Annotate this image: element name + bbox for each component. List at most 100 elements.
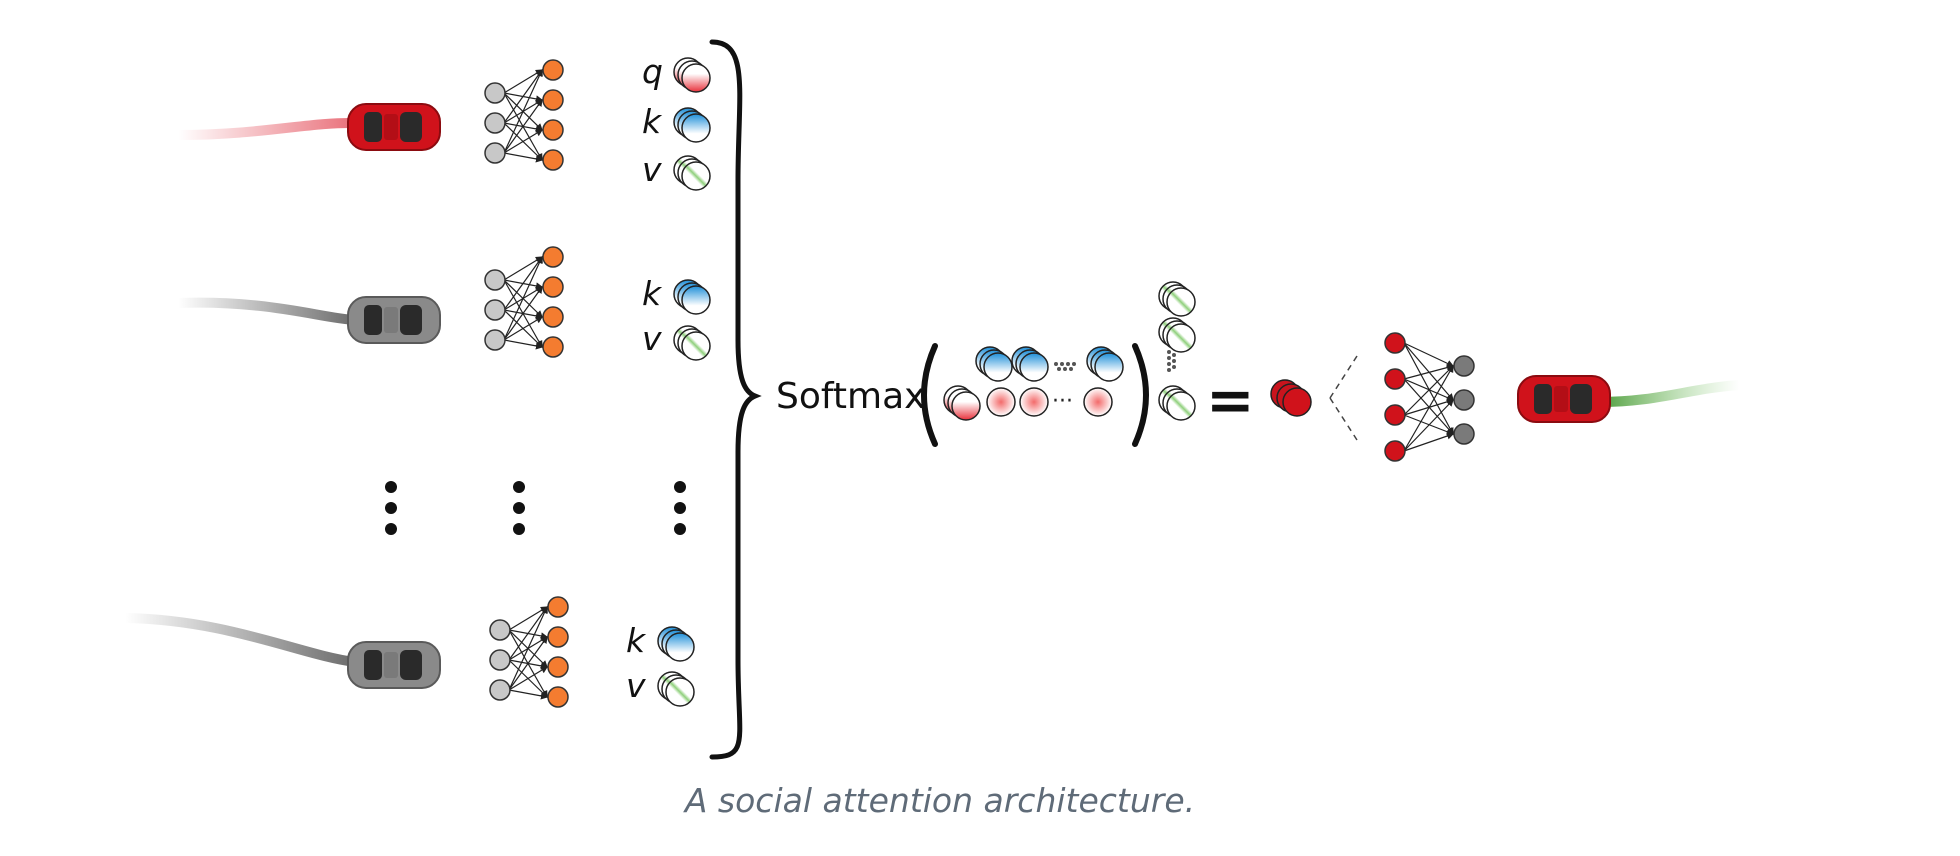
hidden-neuron bbox=[542, 119, 564, 141]
network-edge bbox=[503, 339, 544, 350]
network-edge bbox=[503, 255, 543, 341]
network-edge bbox=[508, 605, 548, 691]
v-vector-circle bbox=[1166, 287, 1196, 317]
value-embedding-icon bbox=[1158, 317, 1196, 353]
vehicle-trajectory-trail bbox=[120, 613, 360, 667]
dashed-connector bbox=[1329, 355, 1358, 441]
network-edge bbox=[503, 152, 544, 163]
key-label: k bbox=[642, 102, 663, 141]
value-embedding-icon bbox=[673, 155, 711, 191]
network-edge bbox=[508, 689, 549, 700]
value-embedding-icon bbox=[1158, 385, 1196, 421]
network-edge bbox=[503, 99, 543, 154]
network-edge bbox=[1403, 364, 1454, 452]
attention-weight-icon bbox=[1019, 387, 1049, 417]
decoder-input-neuron bbox=[1384, 440, 1406, 462]
key-embedding-icon bbox=[975, 346, 1013, 382]
network-edge bbox=[1403, 342, 1454, 401]
q-vector-circle bbox=[951, 391, 981, 421]
network-edge bbox=[503, 129, 544, 154]
key-label: k bbox=[642, 274, 663, 313]
hidden-neuron bbox=[542, 336, 564, 358]
value-label: v bbox=[642, 150, 662, 189]
hidden-neuron bbox=[542, 276, 564, 298]
decoder-input-neuron bbox=[1384, 368, 1406, 390]
input-neuron bbox=[484, 299, 506, 321]
decoder-input-neuron bbox=[1384, 404, 1406, 426]
hidden-neuron bbox=[542, 306, 564, 328]
value-label: v bbox=[642, 319, 662, 358]
k-vector-circle bbox=[665, 632, 695, 662]
query-embedding-icon bbox=[673, 57, 711, 93]
network-edge bbox=[1403, 364, 1455, 380]
query-label: q bbox=[642, 52, 663, 91]
value-embedding-icon bbox=[673, 325, 711, 361]
hidden-neuron bbox=[542, 59, 564, 81]
network-edge bbox=[1403, 365, 1454, 416]
vehicle-car-icon bbox=[347, 296, 441, 344]
input-neuron bbox=[484, 269, 506, 291]
input-neuron bbox=[484, 112, 506, 134]
network-edge bbox=[508, 666, 549, 691]
vertical-ellipsis bbox=[385, 481, 686, 535]
network-edge bbox=[1403, 432, 1455, 452]
k-vector-circle bbox=[681, 285, 711, 315]
k-vector-circle bbox=[983, 352, 1013, 382]
network-edge bbox=[1403, 342, 1455, 367]
hidden-neuron bbox=[542, 246, 564, 268]
ego-car-icon bbox=[347, 103, 441, 151]
network-edge bbox=[1403, 342, 1454, 436]
input-neuron bbox=[489, 679, 511, 701]
decoder-output-neuron bbox=[1453, 423, 1475, 445]
hidden-neuron bbox=[547, 686, 569, 708]
key-label: k bbox=[626, 621, 647, 660]
value-label: v bbox=[626, 666, 646, 705]
v-vector-circle bbox=[1166, 323, 1196, 353]
hidden-neuron bbox=[547, 596, 569, 618]
network-edge bbox=[503, 316, 544, 341]
network-edge bbox=[503, 69, 543, 124]
value-embedding-icon bbox=[1158, 281, 1196, 317]
v-vector-circle bbox=[1166, 391, 1196, 421]
decoder-output-neuron bbox=[1453, 355, 1475, 377]
network-edge bbox=[1403, 378, 1454, 435]
encoder-network-1 bbox=[484, 59, 564, 171]
hidden-neuron bbox=[542, 89, 564, 111]
network-edge bbox=[1403, 399, 1454, 452]
network-edge bbox=[1403, 414, 1455, 436]
network-edge bbox=[503, 256, 543, 311]
input-neuron bbox=[489, 649, 511, 671]
network-edge bbox=[508, 606, 548, 661]
hidden-neuron bbox=[547, 656, 569, 678]
k-vector-circle bbox=[681, 113, 711, 143]
v-vector-circle bbox=[665, 677, 695, 707]
k-vector-circle bbox=[1094, 352, 1124, 382]
input-neuron bbox=[489, 619, 511, 641]
right-parenthesis bbox=[1132, 343, 1149, 447]
key-embedding-icon bbox=[657, 626, 695, 662]
left-parenthesis bbox=[921, 343, 938, 447]
input-neuron bbox=[484, 329, 506, 351]
q-vector-circle bbox=[681, 63, 711, 93]
input-neuron bbox=[484, 82, 506, 104]
key-embedding-icon bbox=[673, 107, 711, 143]
dotted-ellipsis bbox=[1054, 362, 1076, 371]
attention-output-icon bbox=[1270, 379, 1312, 417]
network-edge bbox=[1403, 378, 1455, 401]
encoder-network-3 bbox=[489, 596, 569, 708]
v-vector-circle bbox=[681, 331, 711, 361]
equals-sign: = bbox=[1206, 366, 1255, 434]
dotted-ellipsis bbox=[1167, 350, 1176, 372]
network-edge bbox=[503, 68, 543, 154]
k-vector-circle bbox=[1019, 352, 1049, 382]
predicted-trajectory-trail bbox=[1593, 380, 1745, 407]
decoder-input-neuron bbox=[1384, 332, 1406, 354]
output-ego-car-icon bbox=[1517, 375, 1611, 423]
input-neuron bbox=[484, 142, 506, 164]
key-embedding-icon bbox=[1086, 346, 1124, 382]
vehicle-car-icon bbox=[347, 641, 441, 689]
key-embedding-icon bbox=[1011, 346, 1049, 382]
attention-weight-icon bbox=[986, 387, 1016, 417]
decoder-network bbox=[1384, 332, 1475, 462]
